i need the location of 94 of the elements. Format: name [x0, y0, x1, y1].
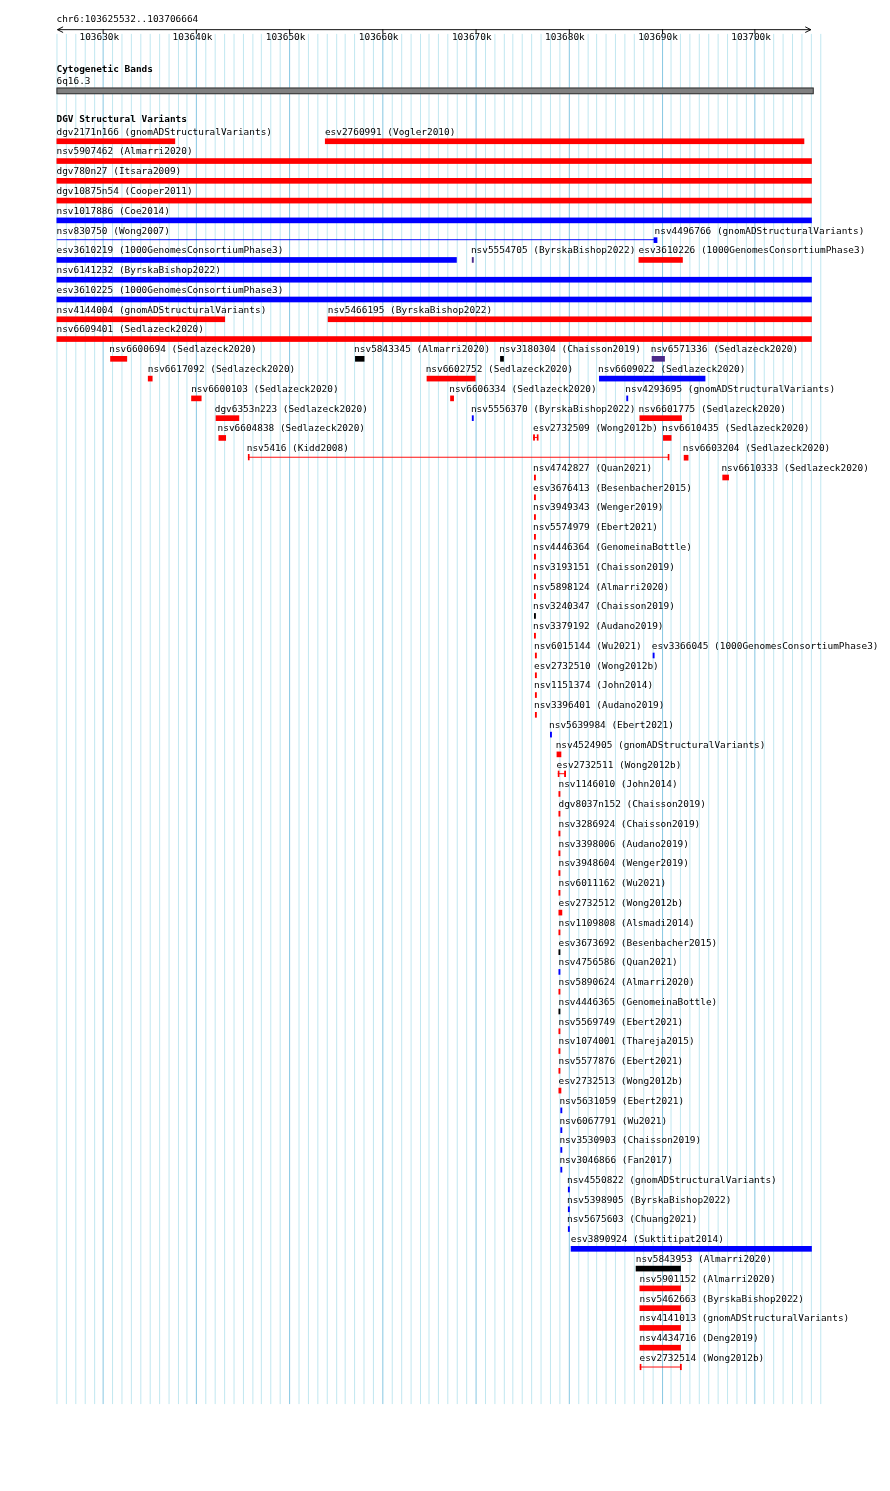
variant-label: nsv5639984 (Ebert2021) — [549, 719, 674, 731]
variant-label: dgv780n27 (Itsara2009) — [56, 165, 182, 178]
variant-label: nsv5631059 (Ebert2021) — [559, 1095, 685, 1107]
track-heading: Cytogenetic Bands — [56, 63, 153, 75]
variant-label: nsv6571336 (Sedlazeck2020) — [650, 343, 799, 356]
tick-label: 103670k — [451, 32, 492, 44]
variant-label: nsv4144004 (gnomADStructuralVariants) — [56, 304, 267, 316]
variant-label: nsv830750 (Wong2007) — [56, 225, 170, 237]
variant-label: esv3610219 (1000GenomesConsortiumPhase3) — [56, 244, 284, 257]
tick-label: 103640k — [172, 32, 213, 44]
track-heading: DGV Structural Variants — [56, 113, 187, 126]
variant-label: nsv6609022 (Sedlazeck2020) — [598, 363, 746, 375]
variant-label: nsv1146010 (John2014) — [558, 778, 678, 791]
variant-label: dgv2171n166 (gnomADStructuralVariants) — [56, 126, 272, 138]
variant-label: nsv3396401 (Audano2019) — [534, 699, 665, 712]
variant-label: esv3366045 (1000GenomesConsortiumPhase3) — [651, 640, 879, 652]
variant-label: nsv6604838 (Sedlazeck2020) — [217, 422, 365, 435]
variant-label: esv2732510 (Wong2012b) — [534, 660, 659, 672]
band-label: 6q16.3 — [56, 75, 91, 87]
tick-label: 103660k — [358, 32, 399, 44]
variant-label: nsv5569749 (Ebert2021) — [558, 1016, 684, 1028]
variant-label: nsv4446364 (GenomeinaBottle) — [533, 541, 692, 553]
variant-label: nsv3193151 (Chaisson2019) — [533, 561, 675, 573]
variant-label: nsv5416 (Kidd2008) — [246, 442, 349, 454]
variant-label: dgv6353n223 (Sedlazeck2020) — [214, 403, 368, 415]
variant-label: nsv6141232 (ByrskaBishop2022) — [56, 264, 221, 276]
variant-label: nsv6015144 (Wu2021) — [534, 640, 642, 652]
variant-label: nsv3398006 (Audano2019) — [558, 838, 689, 850]
variant-label: nsv6603204 (Sedlazeck2020) — [682, 442, 831, 454]
variant-label: nsv1017886 (Coe2014) — [56, 205, 170, 217]
variant-label: esv2732514 (Wong2012b) — [639, 1352, 765, 1364]
variant-label: nsv6610435 (Sedlazeck2020) — [662, 422, 810, 435]
variant-label: esv3610226 (1000GenomesConsortiumPhase3) — [638, 244, 866, 257]
variant-label: nsv5554705 (ByrskaBishop2022) — [470, 244, 636, 257]
location-label: chr6:103625532..103706664 — [56, 13, 199, 25]
variant-label: dgv10875n54 (Cooper2011) — [56, 185, 193, 197]
variant-label: nsv3180304 (Chaisson2019) — [499, 343, 641, 356]
variant-label: nsv5898124 (Almarri2020) — [533, 581, 670, 593]
variant-label: nsv3286924 (Chaisson2019) — [558, 818, 701, 830]
variant-label: nsv4756586 (Quan2021) — [558, 956, 678, 969]
variant-label: nsv5901152 (Almarri2020) — [639, 1273, 776, 1285]
variant-label: esv2732509 (Wong2012b) — [533, 422, 658, 435]
tick-label: 103680k — [545, 32, 585, 44]
variant-label: nsv1109808 (Alsmadi2014) — [558, 917, 695, 929]
tick-label: 103650k — [265, 32, 306, 44]
variant-label: nsv5556370 (ByrskaBishop2022) — [470, 403, 636, 415]
variant-label: nsv5466195 (ByrskaBishop2022) — [327, 304, 493, 316]
variant-label: nsv3379192 (Audano2019) — [533, 620, 664, 632]
variant-label: nsv6601775 (Sedlazeck2020) — [638, 403, 786, 415]
variant-label: nsv6602752 (Sedlazeck2020) — [425, 363, 574, 375]
variant-label: nsv3240347 (Chaisson2019) — [533, 600, 675, 613]
variant-label: nsv6067791 (Wu2021) — [559, 1115, 668, 1127]
variant-label: dgv8037n152 (Chaisson2019) — [558, 798, 706, 810]
variant-label: nsv6610333 (Sedlazeck2020) — [721, 462, 869, 474]
variant-label: nsv6011162 (Wu2021) — [558, 877, 667, 890]
variant-label: nsv3949343 (Wenger2019) — [533, 502, 664, 514]
variant-label: nsv5462663 (ByrskaBishop2022) — [639, 1293, 804, 1305]
variant-label: nsv6617092 (Sedlazeck2020) — [147, 363, 296, 375]
tick-label: 103690k — [638, 32, 678, 44]
variant-label: nsv4524905 (gnomADStructuralVariants) — [555, 739, 766, 751]
variant-label: nsv5398905 (ByrskaBishop2022) — [566, 1194, 732, 1206]
variant-label: nsv4496766 (gnomADStructuralVariants) — [654, 225, 865, 237]
variant-label: nsv3948604 (Wenger2019) — [558, 858, 689, 870]
tick-label: 103630k — [79, 32, 120, 44]
variant-label: esv2760991 (Vogler2010) — [324, 126, 456, 138]
variant-label: nsv4550822 (gnomADStructuralVariants) — [566, 1174, 777, 1186]
variant-label: nsv5574979 (Ebert2021) — [533, 521, 658, 534]
variant-label: nsv6609401 (Sedlazeck2020) — [56, 324, 204, 336]
variant-label: nsv4742827 (Quan2021) — [533, 462, 653, 474]
variant-label: nsv4293695 (gnomADStructuralVariants) — [625, 383, 836, 395]
variant-label: nsv1151374 (John2014) — [534, 680, 654, 692]
variant-label: esv3676413 (Besenbacher2015) — [533, 482, 692, 494]
variant-label: esv2732512 (Wong2012b) — [558, 897, 684, 909]
variant-label: nsv6600103 (Sedlazeck2020) — [191, 383, 339, 395]
variant-label: nsv3046866 (Fan2017) — [559, 1154, 673, 1166]
variant-label: nsv4141013 (gnomADStructuralVariants) — [639, 1312, 850, 1325]
variant-label: nsv5890624 (Almarri2020) — [558, 976, 695, 988]
variant-label: esv3610225 (1000GenomesConsortiumPhase3) — [56, 284, 284, 296]
variant-label: nsv5675603 (Chuang2021) — [566, 1214, 698, 1226]
variant-label: nsv6606334 (Sedlazeck2020) — [449, 383, 597, 395]
variant-label: esv2732513 (Wong2012b) — [558, 1075, 684, 1087]
variant-label: nsv4434716 (Deng2019) — [639, 1332, 759, 1344]
tick-label: 103700k — [731, 32, 771, 44]
variant-label: nsv5907462 (Almarri2020) — [56, 146, 193, 158]
variant-label: esv2732511 (Wong2012b) — [556, 759, 682, 771]
variant-label: nsv5843953 (Almarri2020) — [635, 1253, 772, 1265]
variant-label: nsv4446365 (GenomeinaBottle) — [558, 996, 718, 1008]
variant-label: nsv6600694 (Sedlazeck2020) — [109, 343, 257, 356]
variant-label: esv3890924 (Suktitipat2014) — [570, 1233, 724, 1246]
variant-label: nsv5843345 (Almarri2020) — [354, 343, 491, 356]
variant-label: nsv1074001 (Thareja2015) — [558, 1036, 695, 1048]
variant-label: nsv3530903 (Chaisson2019) — [559, 1134, 702, 1147]
variant-label: esv3673692 (Besenbacher2015) — [558, 937, 718, 949]
variant-label: nsv5577876 (Ebert2021) — [558, 1055, 684, 1068]
